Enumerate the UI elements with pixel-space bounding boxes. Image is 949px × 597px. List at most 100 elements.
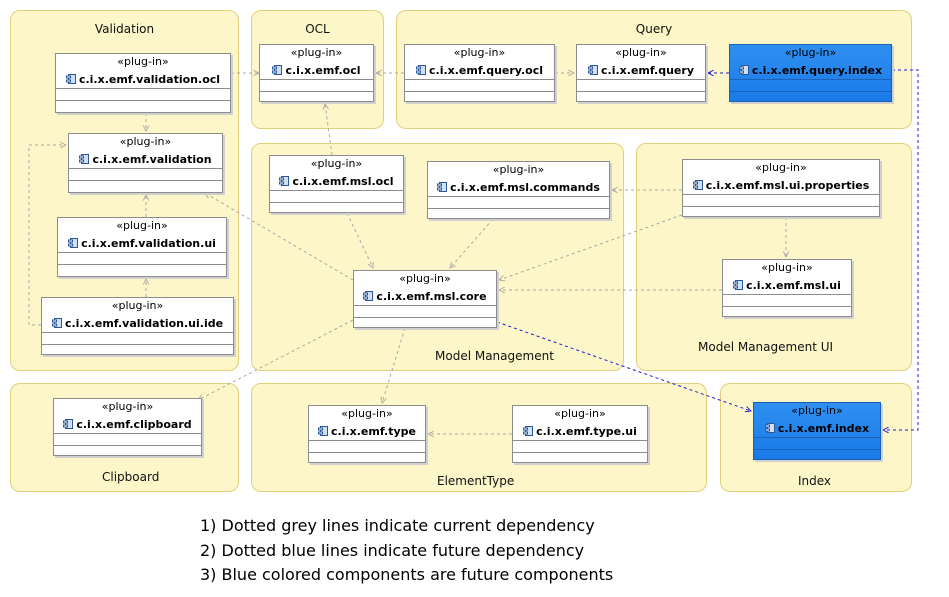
package-title: Model Management	[435, 349, 554, 363]
component-validation-ocl[interactable]: «plug-in»c.i.x.emf.validation.ocl	[55, 53, 231, 113]
component-name: c.i.x.emf.type.ui	[523, 425, 637, 438]
component-validation-ui[interactable]: «plug-in»c.i.x.emf.validation.ui	[57, 217, 227, 277]
stereotype-label: «plug-in»	[453, 46, 506, 59]
compartment-divider	[405, 91, 554, 92]
compartment-divider	[309, 452, 425, 453]
component-icon	[738, 65, 749, 75]
component-icon	[51, 318, 62, 328]
stereotype-label: «plug-in»	[116, 219, 168, 232]
package-title: Clipboard	[102, 470, 160, 484]
stereotype-label: «plug-in»	[784, 46, 837, 59]
component-icon	[272, 65, 283, 75]
component-icon	[437, 182, 448, 192]
component-icon	[279, 176, 290, 186]
component-msl-ui[interactable]: «plug-in»c.i.x.emf.msl.ui	[722, 259, 852, 317]
compartment-divider	[730, 91, 891, 92]
component-icon	[692, 180, 703, 190]
component-icon	[318, 426, 328, 436]
legend-note: 1) Dotted grey lines indicate current de…	[200, 516, 595, 535]
component-icon	[588, 65, 599, 75]
component-icon	[63, 419, 74, 429]
component-query-index[interactable]: «plug-in» c.i.x.emf.query.index	[729, 44, 892, 102]
component-name: c.i.x.emf.ocl	[272, 64, 361, 77]
stereotype-label: «plug-in»	[117, 55, 169, 68]
stereotype-label: «plug-in»	[755, 161, 807, 174]
compartment-divider	[260, 91, 373, 92]
compartment-divider	[260, 79, 373, 80]
current-dependency-msl_core-to-type	[382, 327, 406, 403]
package-title: Query	[635, 22, 673, 36]
compartment-divider	[58, 252, 226, 253]
component-name: c.i.x.emf.query	[588, 64, 694, 77]
compartment-divider	[513, 440, 647, 441]
compartment-divider	[730, 79, 891, 80]
compartment-divider	[54, 445, 201, 446]
package-title: Validation	[94, 22, 155, 36]
legend-note: 3) Blue colored components are future co…	[200, 565, 614, 584]
component-msl-ui-properties[interactable]: «plug-in» c.i.x.emf.msl.ui.properties	[682, 159, 880, 217]
component-name: c.i.x.emf.msl.core	[363, 290, 487, 303]
component-ocl[interactable]: «plug-in»c.i.x.emf.ocl	[259, 44, 374, 102]
legend-note: 2) Dotted blue lines indicate future dep…	[200, 540, 585, 560]
component-icon	[764, 423, 775, 433]
component-name: c.i.x.emf.validation.ui.ide	[51, 317, 223, 330]
component-icon	[523, 426, 534, 436]
component-msl-ocl[interactable]: «plug-in» c.i.x.emf.msl.ocl	[269, 155, 404, 213]
current-dependency-msl_core-to-clipboard	[198, 319, 354, 400]
compartment-divider	[723, 294, 851, 295]
compartment-divider	[428, 196, 609, 197]
package-title: Index	[798, 474, 832, 488]
current-dependency-msl_ocl-to-ocl	[325, 104, 333, 156]
current-dependency-msl_ui_properties-to-msl_core	[499, 214, 683, 280]
compartment-divider	[56, 88, 230, 89]
compartment-divider	[428, 208, 609, 209]
component-icon	[363, 291, 374, 301]
component-type-ui[interactable]: «plug-in» c.i.x.emf.type.ui	[512, 405, 648, 463]
compartment-divider	[69, 168, 222, 169]
stereotype-label: «plug-in»	[310, 157, 363, 170]
component-index[interactable]: «plug-in» c.i.x.emf.index	[753, 402, 881, 460]
component-icon	[416, 65, 426, 75]
package-title: OCL	[305, 22, 330, 36]
stereotype-label: «plug-in»	[119, 135, 172, 148]
component-name: c.i.x.emf.index	[764, 422, 869, 435]
compartment-divider	[69, 180, 222, 181]
stereotype-label: «plug-in»	[554, 407, 606, 420]
component-validation-ui-ide[interactable]: «plug-in» c.i.x.emf.validation.ui.ide	[41, 297, 234, 355]
current-dependency-msl_ocl-to-msl_core	[346, 212, 373, 268]
compartment-divider	[56, 100, 230, 101]
component-type[interactable]: «plug-in» c.i.x.emf.type	[308, 405, 426, 463]
stereotype-label: «plug-in»	[492, 163, 545, 176]
component-clipboard[interactable]: «plug-in»c.i.x.emf.clipboard	[53, 398, 202, 456]
component-name: c.i.x.emf.msl.ui.properties	[692, 179, 869, 192]
component-query[interactable]: «plug-in» c.i.x.emf.query	[576, 44, 706, 102]
stereotype-label: «plug-in»	[791, 404, 843, 417]
component-msl-commands[interactable]: «plug-in» c.i.x.emf.msl.commands	[427, 161, 610, 219]
compartment-divider	[42, 332, 233, 333]
package-title: ElementType	[437, 474, 515, 488]
component-query-ocl[interactable]: «plug-in»c.i.x.emf.query.ocl	[404, 44, 555, 102]
compartment-divider	[577, 79, 705, 80]
compartment-divider	[354, 317, 496, 318]
component-msl-core[interactable]: «plug-in» c.i.x.emf.msl.core	[353, 270, 497, 328]
compartment-divider	[683, 206, 879, 207]
compartment-divider	[683, 194, 879, 195]
stereotype-label: «plug-in»	[341, 407, 393, 420]
current-dependency-msl_commands-to-msl_core	[450, 218, 494, 268]
current-dependency-validation_ui_ide-to-validation	[28, 145, 66, 326]
component-icon	[68, 238, 79, 248]
stereotype-label: «plug-in»	[111, 299, 164, 312]
stereotype-label: «plug-in»	[399, 272, 451, 285]
compartment-divider	[58, 264, 226, 265]
component-name: c.i.x.emf.query.index	[738, 64, 882, 77]
stereotype-label: «plug-in»	[615, 46, 667, 59]
compartment-divider	[577, 91, 705, 92]
component-name: c.i.x.emf.type	[318, 425, 416, 438]
compartment-divider	[405, 79, 554, 80]
component-validation[interactable]: «plug-in»c.i.x.emf.validation	[68, 133, 223, 193]
component-name: c.i.x.emf.msl.ocl	[279, 175, 394, 188]
component-name: c.i.x.emf.msl.ui	[733, 279, 841, 292]
compartment-divider	[513, 452, 647, 453]
component-name: c.i.x.emf.msl.commands	[437, 181, 600, 194]
